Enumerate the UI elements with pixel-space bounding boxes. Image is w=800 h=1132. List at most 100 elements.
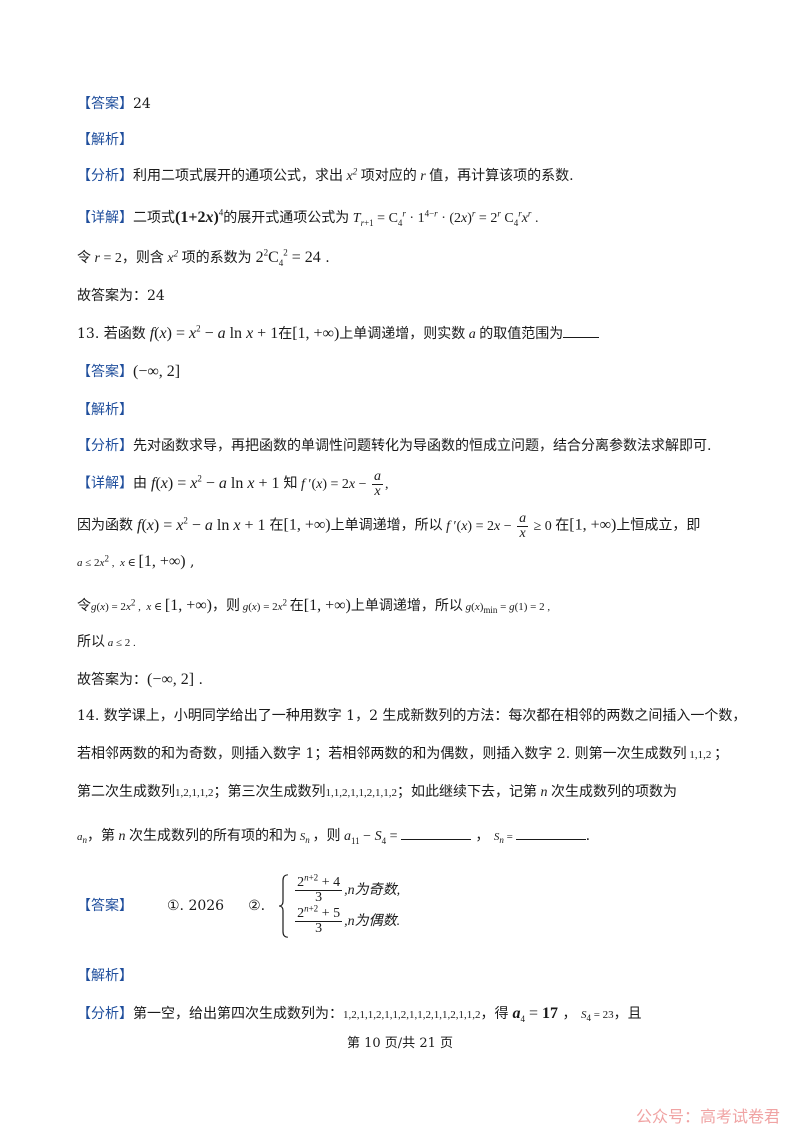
analysis-tag: 【解析】 — [77, 132, 133, 148]
formula: g(x) = 2x2 — [242, 597, 288, 613]
formula: 1,2,1,1,2,1,1,2,1,1,2,1,1,2,1,1,2 — [343, 1009, 481, 1021]
left-brace-icon — [279, 874, 289, 938]
q13-stem-text: 上单调递增，则实数 — [339, 326, 466, 342]
answer-tag: 【答案】 — [77, 96, 133, 112]
formula: S4 = 23 — [580, 1009, 614, 1024]
q12-detail-line: 【详解】二项式(1+2x)4的展开式通项公式为 Tr+1 = C4r · 14−… — [77, 208, 538, 229]
case-condition: ,n为偶数. — [344, 913, 401, 929]
q13-stem-text: 在 — [278, 326, 293, 342]
q14-stem-text: 次生成数列的项数为 — [551, 784, 677, 800]
analysis-tag: 【解析】 — [77, 968, 133, 984]
q13-fenxi-line: 【分析】先对函数求导，再把函数的单调性问题转化为导函数的恒成立问题，结合分离参数… — [77, 436, 711, 456]
formula: n — [115, 829, 129, 844]
q12-fenxi-line: 【分析】利用二项式展开的通项公式，求出 x2 项对应的 r 值，再计算该项的系数… — [77, 166, 574, 187]
q14-stem-text: ；如此继续下去，记第 — [397, 784, 537, 800]
q13-yin-text: 在 — [555, 517, 570, 534]
q14-stem-line3: 第二次生成数列1,2,1,1,2；第三次生成数列1,1,2,1,1,2,1,1,… — [77, 782, 677, 803]
q14-fenxi-text: ，且 — [613, 1006, 642, 1022]
q14-fenxi-line: 【分析】第一空，给出第四次生成数列为：1,2,1,1,2,1,1,2,1,1,2… — [77, 1005, 642, 1025]
q14-stem-line2: 若相邻两数的和为奇数，则插入数字 1；若相邻两数的和为偶数，则插入数字 2. 则… — [77, 746, 729, 762]
analysis-tag: 【解析】 — [77, 402, 133, 418]
answer-tag: 【答案】 — [77, 898, 133, 914]
q13-ineq-line: a ≤ 2x2 , x ∈ [1, +∞) , — [77, 553, 195, 570]
q14-stem-text: 次生成数列的所有项的和为 — [129, 828, 297, 844]
watermark: 公众号：高考试卷君 — [635, 1107, 780, 1126]
formula: a ≤ 2x2 , x ∈ — [77, 553, 139, 569]
q14-stem-text: ；第三次生成数列 — [213, 784, 326, 800]
q12-final-line: 故答案为：24 — [77, 288, 165, 304]
q13-ling-text: 在 — [289, 598, 304, 614]
formula: (−∞, 2] — [147, 671, 195, 688]
q14-stem-text: 第二次生成数列 — [77, 784, 175, 800]
q12-ling-line: 令 r = 2，则含 x2 项的系数为 22C42 = 24 . — [77, 247, 330, 269]
formula: x2 — [343, 166, 358, 184]
formula: 1,1,2 — [686, 749, 715, 761]
formula: r — [416, 169, 430, 184]
q12-detail-text: 的展开式通项公式为 — [223, 210, 350, 226]
page-footer: 第 10 页/共 21 页 — [347, 1036, 453, 1051]
case-condition: ,n为奇数, — [344, 882, 401, 898]
question-number: 13. — [77, 326, 100, 342]
q13-analysis-line: 【解析】 — [77, 400, 133, 420]
formula: a11 − S4 = — [344, 829, 401, 846]
question-number: 14. — [77, 708, 100, 724]
detail-tag: 【详解】 — [77, 210, 133, 226]
fenxi-tag: 【分析】 — [77, 1006, 133, 1022]
q12-ling-text: 项的系数为 — [181, 250, 252, 266]
detail-tag: 【详解】 — [77, 475, 133, 492]
formula: a4 = 17 — [512, 1005, 559, 1025]
q13-yin-text: 上恒成立，即 — [616, 517, 701, 534]
formula: f(x) = x2 − a ln x + 1 — [149, 323, 279, 342]
q14-answer-1: ①. 2026 — [167, 898, 225, 914]
q13-ling-line: 令g(x) = 2x2 , x ∈ [1, +∞)，则 g(x) = 2x2 在… — [77, 596, 550, 617]
q13-yin-text: 上单调递增，所以 — [330, 517, 443, 534]
q14-stem-text: ，则 — [312, 828, 341, 844]
q14-analysis-line: 【解析】 — [77, 966, 133, 986]
q13-detail-text: 知 — [283, 475, 298, 492]
q12-fenxi-text: 值，再计算该项的系数. — [429, 168, 574, 184]
formula: a ≤ 2 . — [107, 637, 136, 649]
q13-fenxi-text: 先对函数求导，再把函数的单调性问题转化为导函数的恒成立问题，结合分离参数法求解即… — [133, 438, 712, 454]
q13-yin-text: 因为函数 — [77, 517, 133, 534]
formula: [1, +∞) — [569, 516, 617, 534]
formula: 1,2,1,1,2 — [175, 787, 214, 799]
q13-yin-text: 在 — [269, 517, 284, 534]
q14-stem-line4: an，第 n 次生成数列的所有项的和为 Sn ，则 a11 − S4 = ， S… — [77, 828, 591, 846]
fenxi-tag: 【分析】 — [77, 438, 133, 454]
fenxi-tag: 【分析】 — [77, 168, 133, 184]
q13-detail-text: 由 — [133, 475, 147, 492]
formula: g(x) = 2x2 , x ∈ — [91, 597, 165, 613]
q14-fenxi-text: 第一空，给出第四次生成数列为： — [133, 1006, 343, 1022]
formula: x2 — [163, 248, 179, 266]
formula: an — [77, 831, 87, 846]
formula: Sn — [299, 831, 310, 846]
q13-ling-text: 上单调递增，所以 — [350, 598, 463, 614]
formula: 1,1,2,1,1,2,1,1,2 — [325, 787, 398, 799]
q13-yin-line: 因为函数 f(x) = x2 − a ln x + 1 在[1, +∞)上单调递… — [77, 512, 700, 541]
q12-answer-line: 【答案】24 — [77, 94, 151, 114]
formula: r = 2 — [94, 251, 122, 266]
q13-detail-line: 【详解】由 f(x) = x2 − a ln x + 1 知 f ′(x) = … — [77, 470, 389, 499]
q13-ling-text: ，则 — [211, 598, 240, 614]
formula: (1+2x)4 — [175, 207, 224, 226]
q12-answer-value: 24 — [133, 96, 151, 112]
q14-stem-text: 数学课上，小明同学给出了一种用数字 1，2 生成新数列的方法：每次都在相邻的两数… — [103, 708, 747, 724]
formula: Sn = — [493, 831, 516, 846]
q14-stem-line1: 14. 数学课上，小明同学给出了一种用数字 1，2 生成新数列的方法：每次都在相… — [77, 706, 746, 726]
answer-blank — [400, 839, 471, 840]
formula: [1, +∞) — [138, 553, 186, 570]
formula: [1, +∞) — [292, 325, 340, 342]
q12-ling-text: ，则含 — [121, 250, 164, 266]
q13-ling-text: 令 — [77, 598, 91, 614]
q13-stem-text: 的取值范围为 — [479, 326, 564, 342]
q13-suoyi-line: 所以 a ≤ 2 . — [77, 632, 136, 653]
formula: g(x)min = g(1) = 2 , — [465, 601, 551, 616]
formula: n — [537, 785, 551, 800]
